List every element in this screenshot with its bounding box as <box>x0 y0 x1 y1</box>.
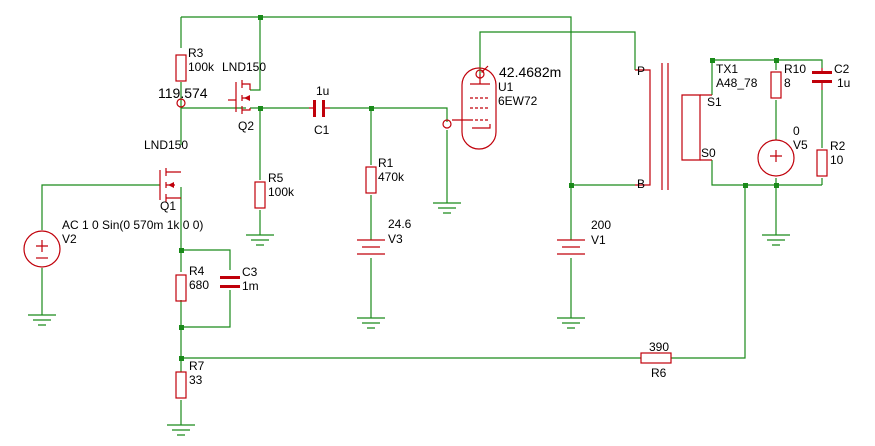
label-r5-ref: R5 <box>268 171 284 185</box>
label-v5-ref: V5 <box>793 138 808 152</box>
resistor-r1[interactable] <box>365 166 377 194</box>
label-r6-ref: R6 <box>651 366 667 380</box>
resistor-r4[interactable] <box>175 274 187 302</box>
junction-dot <box>179 356 184 361</box>
label-u1-ref: U1 <box>498 80 514 94</box>
label-r4-ref: R4 <box>189 264 205 278</box>
label-r1-value: 470k <box>378 170 405 184</box>
battery-v1[interactable] <box>557 239 585 255</box>
label-c1-value: 1u <box>316 84 329 98</box>
mosfet-q2[interactable] <box>228 80 251 114</box>
resistor-r2[interactable] <box>816 149 828 177</box>
resistor-r10[interactable] <box>770 71 782 99</box>
label-v3-ref: V3 <box>388 232 403 246</box>
label-r5-value: 100k <box>268 185 295 199</box>
label-tx-ref: TX1 <box>716 62 738 76</box>
wire-s0 <box>711 160 822 186</box>
label-c3-ref: C3 <box>242 265 258 279</box>
label-v1-ref: V1 <box>591 233 606 247</box>
capacitor-c2[interactable] <box>812 68 832 90</box>
labels: R3 100k 119.574 LND150 Q2 1u C1 R1 470k … <box>62 46 850 387</box>
junction-dot <box>743 183 748 188</box>
wire-top-sec <box>712 59 823 68</box>
label-r7-ref: R7 <box>189 359 205 373</box>
mosfet-q1[interactable] <box>159 168 181 202</box>
label-tx-s1: S1 <box>707 95 722 109</box>
label-v1-value: 200 <box>591 218 611 232</box>
resistor-r7[interactable] <box>175 371 187 399</box>
battery-v3[interactable] <box>357 239 385 255</box>
label-q2-model: LND150 <box>222 60 266 74</box>
label-tube-current: 42.4682m <box>499 64 561 80</box>
label-v3-value: 24.6 <box>388 217 412 231</box>
resistor-r6[interactable] <box>640 352 672 364</box>
label-q2-ref: Q2 <box>238 119 254 133</box>
junction-dot <box>710 58 715 63</box>
label-r1-ref: R1 <box>378 156 394 170</box>
label-v5-value: 0 <box>793 124 800 138</box>
label-tx-s0: S0 <box>701 146 716 160</box>
label-r3-ref: R3 <box>188 46 204 60</box>
junction-dot <box>179 248 184 253</box>
wire-top-rail <box>181 16 572 185</box>
vacuum-tube-u1[interactable] <box>442 65 497 150</box>
label-q1-ref: Q1 <box>160 199 176 213</box>
label-r6-value: 390 <box>649 340 669 354</box>
resistor-r5[interactable] <box>254 181 266 209</box>
transformer-tx1[interactable] <box>635 63 712 190</box>
wire-q2-drain <box>250 17 261 91</box>
capacitor-c1[interactable] <box>309 100 330 117</box>
label-c3-value: 1m <box>242 279 259 293</box>
label-r3-value: 100k <box>188 60 215 74</box>
label-tx-model: A48_78 <box>716 76 758 90</box>
wire-c1-grid <box>330 107 448 122</box>
label-r2-value: 10 <box>830 153 844 167</box>
wire-c3-top <box>181 249 231 270</box>
wire-c3-bottom <box>181 290 231 328</box>
label-r7-value: 33 <box>189 373 203 387</box>
label-r10-value: 8 <box>784 76 791 90</box>
label-r10-ref: R10 <box>784 62 806 76</box>
junction-dot <box>569 183 574 188</box>
ground-symbols <box>28 202 790 436</box>
junction-dot <box>258 15 263 20</box>
label-u1-model: 6EW72 <box>498 94 538 108</box>
junction-nodes <box>179 15 779 361</box>
label-tx-p: P <box>637 64 645 78</box>
ac-source-v2[interactable] <box>23 230 61 268</box>
label-c2-ref: C2 <box>834 62 850 76</box>
label-v2-value: AC 1 0 Sin(0 570m 1k 0 0) <box>62 218 203 232</box>
junction-dot <box>369 106 374 111</box>
label-c2-value: 1u <box>837 76 850 90</box>
probe-markers <box>176 98 186 108</box>
wire-plate-p <box>479 31 636 74</box>
wire-v2-gate <box>41 184 160 230</box>
capacitor-c3[interactable] <box>220 276 240 288</box>
resistor-r3[interactable] <box>175 54 187 82</box>
junction-dot <box>179 325 184 330</box>
label-c1-ref: C1 <box>314 123 330 137</box>
junction-dot <box>258 106 263 111</box>
label-r2-ref: R2 <box>830 139 846 153</box>
probe-voltage-label: 119.574 <box>158 85 208 101</box>
junction-dot <box>774 183 779 188</box>
label-q1-model: LND150 <box>144 138 188 152</box>
wire-r6-s <box>671 185 746 359</box>
label-r4-value: 680 <box>189 278 209 292</box>
junction-dot <box>774 58 779 63</box>
dc-source-v5[interactable] <box>757 139 795 177</box>
label-tx-b: B <box>637 177 645 191</box>
label-v2-ref: V2 <box>62 232 77 246</box>
